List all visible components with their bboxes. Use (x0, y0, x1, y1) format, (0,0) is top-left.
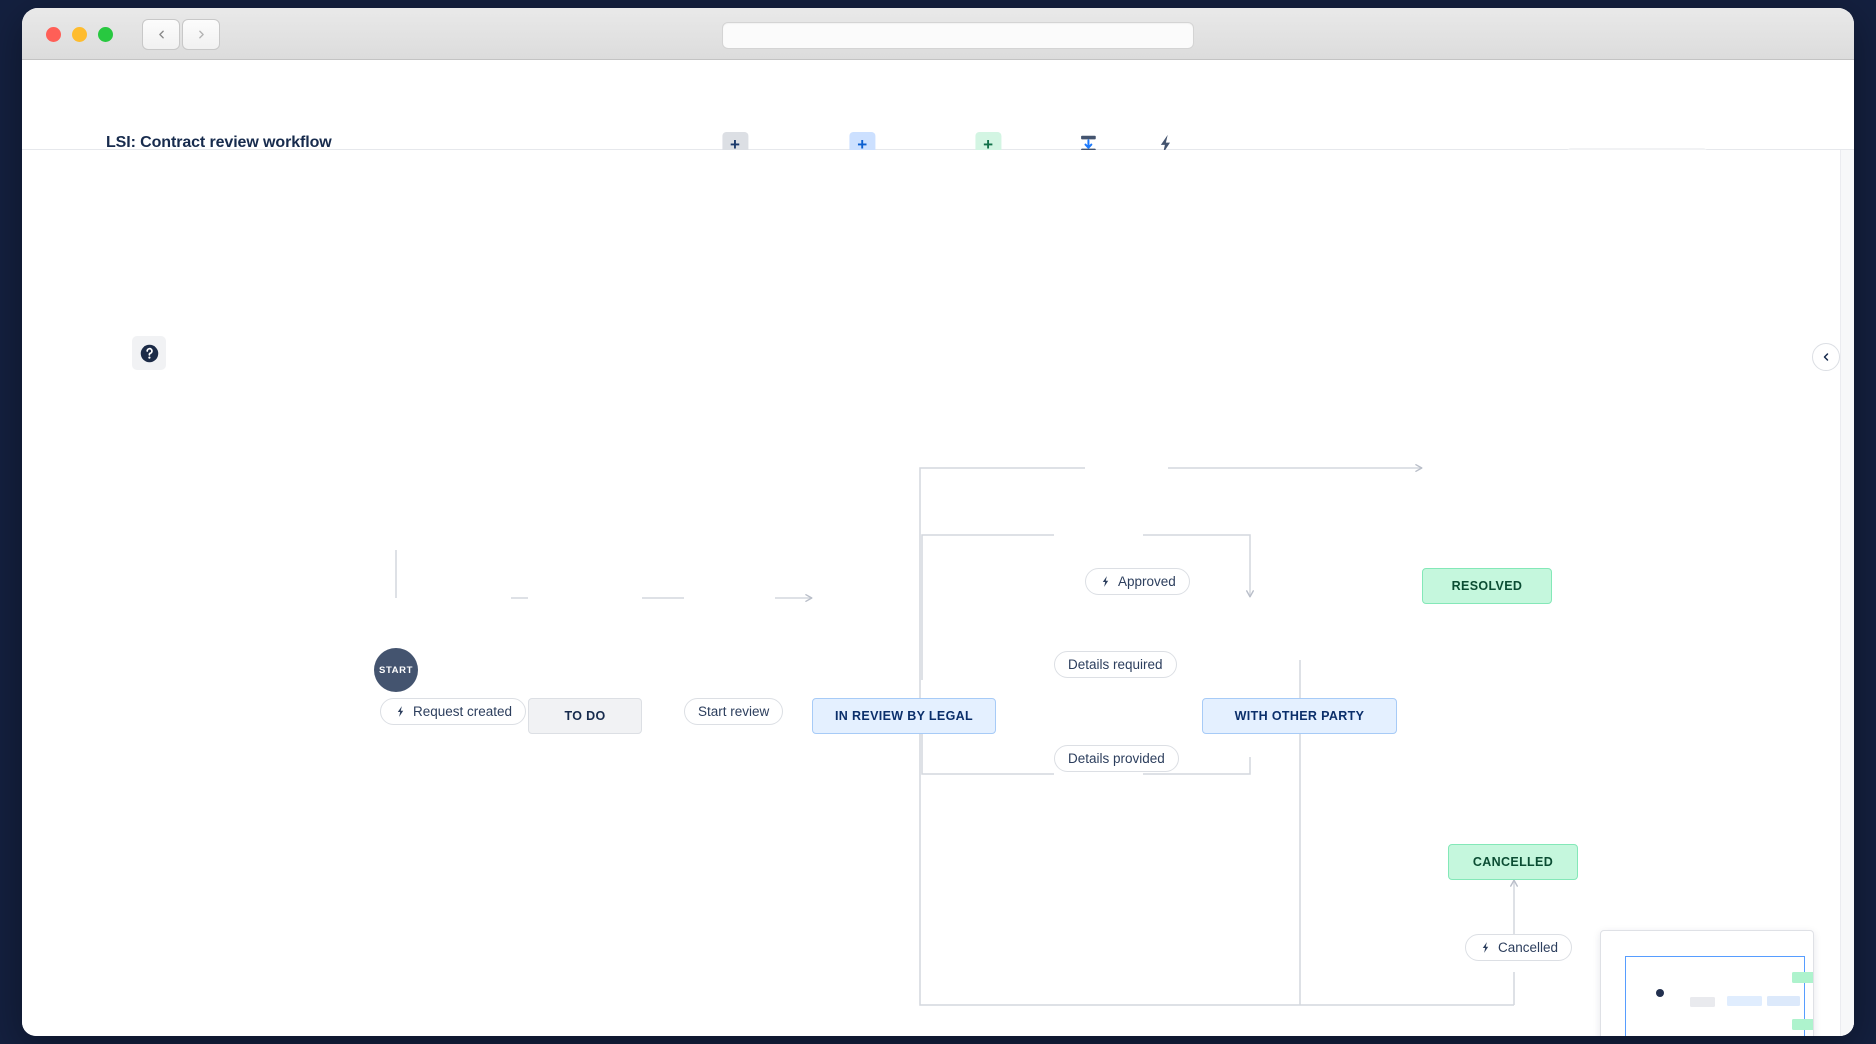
window-minimize-button[interactable] (72, 27, 87, 42)
browser-back-button[interactable] (142, 19, 180, 50)
transition-pill-request-created[interactable]: Request created (380, 698, 527, 725)
lightning-bolt-icon (1102, 576, 1109, 587)
transition-label: Start review (698, 704, 770, 719)
browser-window: LSI: Contract review workflow Used in 1 … (22, 8, 1854, 1036)
help-button[interactable] (132, 336, 166, 370)
edge-details-provided-right (1143, 757, 1251, 775)
lightning-bolt-icon (1482, 942, 1489, 953)
transition-pill-details-provided[interactable]: Details provided (1054, 745, 1179, 772)
workflow-connectors (395, 464, 1518, 1006)
edge-details-provided-left (918, 716, 1054, 775)
minimap-node-start (1656, 989, 1664, 997)
transition-label: Request created (413, 704, 513, 719)
window-close-button[interactable] (46, 27, 61, 42)
edge-details-required-left (921, 534, 1054, 680)
transition-pill-approved[interactable]: Approved (1085, 568, 1190, 595)
window-titlebar (22, 8, 1854, 60)
app-header: LSI: Contract review workflow Used in 1 … (22, 60, 1854, 184)
transition-label: Approved (1118, 574, 1176, 589)
rule-icon (1152, 132, 1178, 156)
status-node-resolved[interactable]: RESOLVED (1422, 568, 1552, 604)
status-node-cancelled[interactable]: CANCELLED (1448, 844, 1578, 880)
status-node-in-review-by-legal[interactable]: IN REVIEW BY LEGAL (812, 698, 996, 734)
minimap-viewport[interactable] (1625, 956, 1805, 1036)
minimap-node-with-other-party (1767, 996, 1800, 1006)
lightning-bolt-icon (1160, 134, 1171, 154)
edge-review-bottom-rail (919, 598, 1514, 1006)
chevron-left-icon (158, 30, 164, 39)
address-bar[interactable] (722, 22, 1194, 49)
status-node-todo[interactable]: TO DO (528, 698, 642, 734)
vertical-scrollbar[interactable] (1840, 150, 1854, 1036)
edge-review-to-approved-left (919, 467, 1085, 598)
connector-group (395, 464, 1518, 1006)
start-node[interactable]: START (374, 648, 418, 692)
status-node-with-other-party[interactable]: WITH OTHER PARTY (1202, 698, 1397, 734)
minimap-node-todo (1690, 997, 1715, 1007)
lightning-bolt-icon (397, 706, 404, 717)
workflow-canvas[interactable]: START Request created TO DO Start review… (22, 150, 1854, 1036)
transition-pill-cancelled[interactable]: Cancelled (1465, 934, 1573, 961)
workflow-minimap[interactable] (1600, 930, 1814, 1036)
transition-pill-start-review[interactable]: Start review (684, 698, 784, 725)
help-circle-icon (140, 344, 158, 362)
chevron-right-icon (198, 30, 204, 39)
page-title: LSI: Contract review workflow (106, 134, 332, 151)
edge-details-required-right (1143, 534, 1254, 598)
minimap-node-in-review (1727, 996, 1762, 1006)
minimap-node-resolved (1792, 972, 1813, 983)
transition-label: Details required (1068, 657, 1163, 672)
transition-pill-details-required[interactable]: Details required (1054, 651, 1177, 678)
transition-label: Details provided (1068, 751, 1165, 766)
transition-label: Cancelled (1498, 940, 1559, 955)
window-zoom-button[interactable] (98, 27, 113, 42)
chevron-left-icon (1823, 353, 1829, 361)
browser-forward-button[interactable] (182, 19, 220, 50)
minimap-node-cancelled (1792, 1019, 1813, 1030)
collapse-panel-button[interactable] (1812, 343, 1840, 371)
